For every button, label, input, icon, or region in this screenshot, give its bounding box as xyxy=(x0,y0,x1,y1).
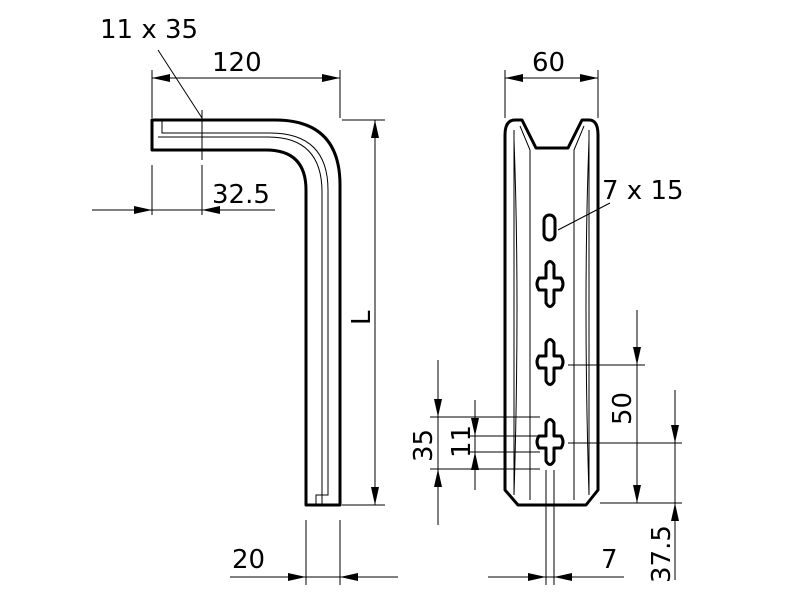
bracket-side-inner-lines xyxy=(158,120,329,505)
channel-front-outline xyxy=(503,118,600,507)
cross-slot xyxy=(535,338,565,386)
dim-label-50: 50 xyxy=(608,392,638,425)
hole-callout-side: 11 x 35 xyxy=(100,15,198,45)
dim-label-11: 11 xyxy=(447,425,477,458)
hole-callout-front: 7 x 15 xyxy=(602,176,684,206)
arrowhead xyxy=(554,573,572,581)
arrowhead xyxy=(340,573,358,581)
dim-label-35: 35 xyxy=(409,429,439,462)
leader-hole-side xyxy=(157,49,203,119)
arrowhead xyxy=(152,74,170,82)
arrowhead xyxy=(580,74,598,82)
side-view: 120 11 x 35 32.5 L 20 xyxy=(92,15,398,585)
arrowhead xyxy=(434,399,442,417)
round-slot-hole xyxy=(542,213,557,242)
arrowhead xyxy=(134,206,152,214)
cross-slot xyxy=(535,260,565,308)
arrowhead xyxy=(371,120,379,138)
dim-label-120: 120 xyxy=(212,48,262,78)
dim-label-32-5: 32.5 xyxy=(212,180,270,210)
arrowhead xyxy=(202,206,220,214)
arrowhead xyxy=(633,347,641,365)
arrowhead xyxy=(434,469,442,487)
arrowhead xyxy=(528,573,546,581)
arrowhead xyxy=(671,503,679,521)
dim-label-37-5: 37.5 xyxy=(647,525,677,583)
arrowhead xyxy=(288,573,306,581)
arrowhead xyxy=(471,418,479,436)
arrowhead xyxy=(371,487,379,505)
arrowhead xyxy=(505,74,523,82)
dim-label-20: 20 xyxy=(232,545,265,575)
bracket-side-profile xyxy=(150,118,342,507)
arrowhead xyxy=(671,425,679,443)
arrowhead xyxy=(633,485,641,503)
dim-label-60: 60 xyxy=(532,48,565,78)
channel-inner-lines xyxy=(513,125,590,500)
dim-label-L: L xyxy=(347,310,377,325)
dim-label-7: 7 xyxy=(601,545,618,575)
arrowhead xyxy=(471,452,479,470)
leader-hole-front xyxy=(557,202,611,231)
front-view: 7 x 15 60 50 37.5 35 xyxy=(409,48,684,585)
arrowhead xyxy=(322,74,340,82)
cross-slot xyxy=(535,418,565,466)
